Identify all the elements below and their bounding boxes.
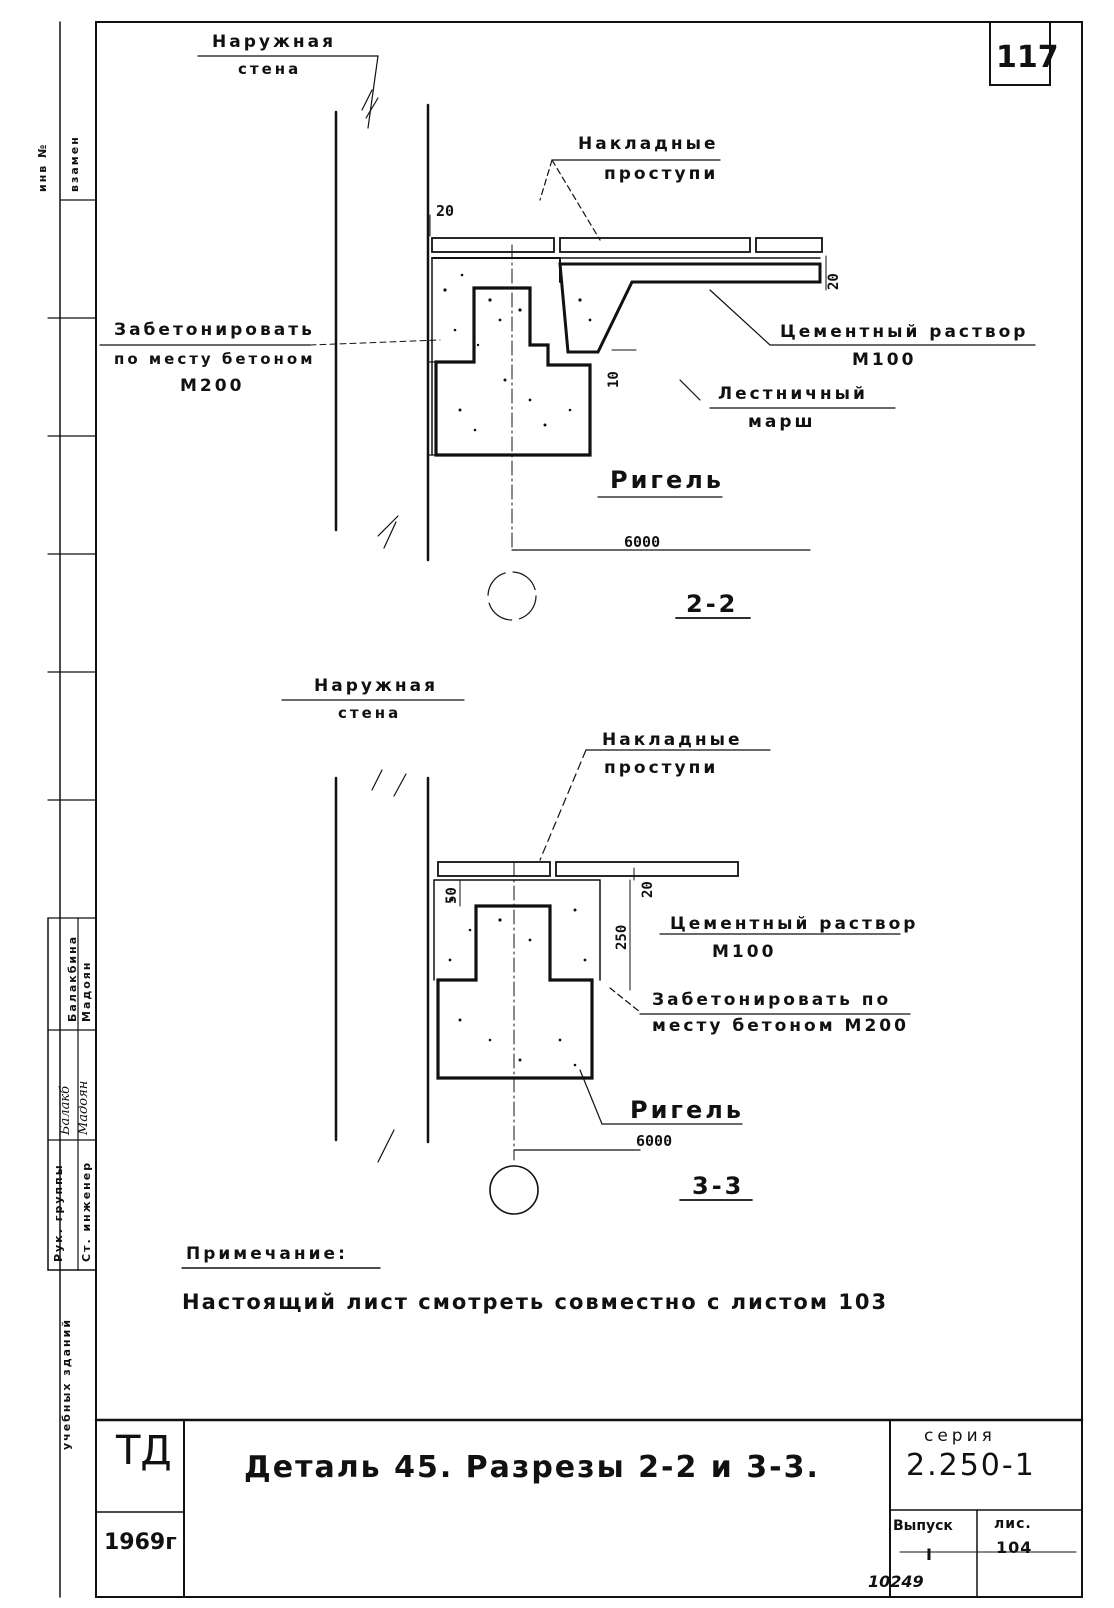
dim-20-top-2-2: 20 bbox=[436, 202, 455, 220]
mortar-label-3-3-line1: Цементный раствор bbox=[670, 914, 919, 934]
inv-label: инв № bbox=[36, 142, 49, 192]
signature-1: Балакб bbox=[58, 1085, 73, 1135]
org-code: ТД bbox=[116, 1428, 172, 1474]
dim-250-3-3: 250 bbox=[614, 924, 630, 950]
steps-label-2-2-line2: проступи bbox=[604, 164, 719, 184]
outer-wall-label-3-3-line1: Наружная bbox=[314, 676, 438, 696]
series-value: 2.250-1 bbox=[906, 1448, 1036, 1483]
concrete-texture bbox=[443, 273, 592, 1067]
page-number: 117 bbox=[996, 40, 1059, 75]
stamp-name2: Мадоян bbox=[80, 960, 93, 1022]
span-dim-2-2: 6000 bbox=[624, 533, 661, 551]
issue-label: Выпуск bbox=[893, 1518, 953, 1534]
section-title-3-3: 3-3 bbox=[692, 1172, 745, 1200]
concrete-label-3-3-line2: месту бетоном М200 bbox=[652, 1016, 909, 1036]
concrete-label-2-2-line1: Забетонировать bbox=[114, 320, 315, 340]
note-heading: Примечание: bbox=[186, 1244, 348, 1264]
girder-label-3-3: Ригель bbox=[630, 1096, 744, 1124]
mortar-label-3-3-line2: М100 bbox=[712, 942, 777, 962]
dim-20-side-2-2: 20 bbox=[826, 273, 842, 290]
steps-label-3-3-line1: Накладные bbox=[602, 730, 743, 750]
outer-wall-label-3-3-line2: стена bbox=[338, 704, 402, 722]
replace-label: взамен bbox=[68, 135, 81, 192]
girder-label-2-2: Ригель bbox=[610, 466, 724, 494]
issue-value: I bbox=[926, 1545, 935, 1564]
sheet-value: 104 bbox=[996, 1538, 1033, 1557]
section-2-2-lines bbox=[99, 55, 1036, 621]
outer-wall-label-2-2-line1: Наружная bbox=[212, 32, 336, 52]
steps-label-2-2-line1: Накладные bbox=[578, 134, 719, 154]
section-3-3-lines bbox=[281, 699, 911, 1215]
note-text: Настоящий лист смотреть совместно с лист… bbox=[182, 1290, 889, 1314]
sheet-frame bbox=[95, 21, 1083, 1598]
sheet-label: лис. bbox=[994, 1516, 1032, 1532]
dim-20-3-3: 20 bbox=[640, 881, 656, 898]
flight-label-2-2-line2: марш bbox=[748, 412, 816, 432]
section-title-2-2: 2-2 bbox=[686, 590, 739, 618]
outer-wall-label-2-2-line2: стена bbox=[238, 60, 302, 78]
concrete-label-3-3-line1: Забетонировать по bbox=[652, 990, 892, 1010]
concrete-label-2-2-line3: М200 bbox=[180, 376, 245, 396]
bottom-code: 10249 bbox=[868, 1572, 924, 1591]
mortar-label-2-2-line2: М100 bbox=[852, 350, 917, 370]
stamp-name1: Балакбина bbox=[66, 934, 79, 1022]
span-dim-3-3: 6000 bbox=[636, 1132, 673, 1150]
mortar-label-2-2-line1: Цементный раствор bbox=[780, 322, 1029, 342]
dept-label: учебных зданий bbox=[60, 1317, 73, 1450]
series-label: серия bbox=[924, 1426, 996, 1446]
concrete-label-2-2-line2: по месту бетоном bbox=[114, 350, 316, 368]
dim-10-2-2: 10 bbox=[606, 371, 622, 388]
signature-2: Мадоян bbox=[76, 1080, 91, 1135]
steps-label-3-3-line2: проступи bbox=[604, 758, 719, 778]
group-head-label: Рук. группы bbox=[52, 1163, 65, 1262]
year: 1969г bbox=[104, 1530, 177, 1555]
dim-50-3-3: 50 bbox=[444, 887, 460, 904]
flight-label-2-2-line1: Лестничный bbox=[718, 384, 868, 404]
drawing-title: Деталь 45. Разрезы 2-2 и 3-3. bbox=[244, 1450, 820, 1485]
senior-eng-label: Ст. инженер bbox=[80, 1160, 93, 1262]
